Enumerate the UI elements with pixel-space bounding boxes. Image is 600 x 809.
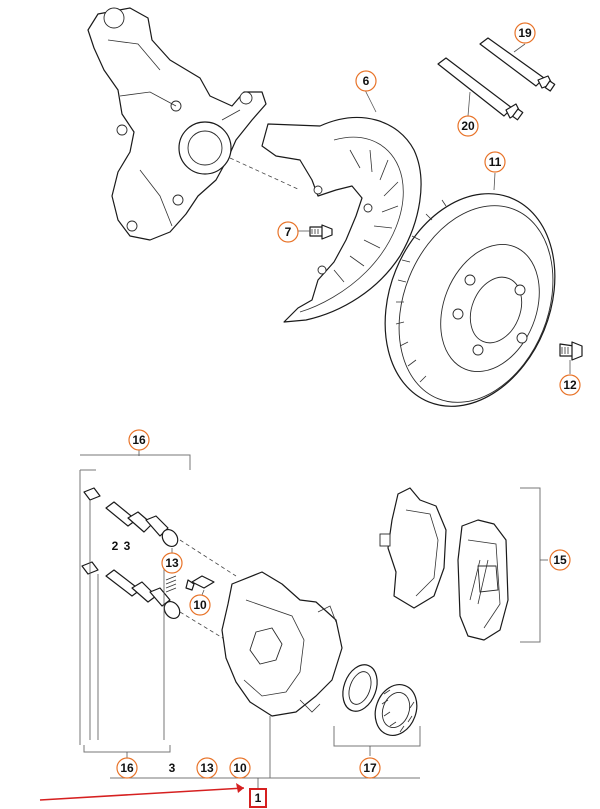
callout-label: 3 — [169, 761, 176, 775]
callout-ring — [116, 757, 138, 779]
callout-7: 7 — [277, 221, 299, 243]
callout-6: 6 — [355, 70, 377, 92]
callout-20: 20 — [457, 115, 479, 137]
piston-seal-boot — [333, 664, 421, 756]
callout-16: 16 — [128, 429, 150, 451]
callout-label: 13 — [200, 761, 214, 775]
callout-ring — [559, 374, 581, 396]
callout-label: 6 — [363, 74, 370, 88]
highlight-box — [249, 788, 267, 808]
callout-label: 12 — [563, 378, 577, 392]
callout-label: 11 — [489, 155, 502, 169]
callout-3: 3 — [124, 539, 131, 553]
callout-1: 1 — [249, 788, 267, 808]
brake-pads — [379, 487, 548, 643]
callout-label: 19 — [518, 26, 532, 40]
callout-11: 11 — [484, 151, 506, 173]
callout-label: 20 — [461, 119, 475, 133]
callout-label: 15 — [553, 553, 567, 567]
steering-knuckle — [87, 7, 301, 241]
callout-3: 3 — [169, 761, 176, 775]
callout-label: 10 — [193, 598, 207, 612]
callout-label: 13 — [165, 556, 179, 570]
callout-ring — [359, 757, 381, 779]
callout-12: 12 — [559, 374, 581, 396]
callout-label: 17 — [363, 761, 377, 775]
callout-ring — [484, 151, 506, 173]
brake-splash-shield — [261, 117, 422, 323]
callout-10: 10 — [189, 594, 211, 616]
callout-ring — [355, 70, 377, 92]
callout-ring — [128, 429, 150, 451]
callout-17: 17 — [359, 757, 381, 779]
callout-label: 2 — [112, 539, 119, 553]
callout-label: 10 — [233, 761, 247, 775]
callout-ring — [189, 594, 211, 616]
callout-ring — [514, 22, 536, 44]
disc-bolt — [559, 341, 583, 361]
callout-ring — [196, 757, 218, 779]
callout-ring — [161, 552, 183, 574]
callout-label: 16 — [132, 433, 146, 447]
callout-label: 16 — [120, 761, 134, 775]
callout-ring — [549, 549, 571, 571]
caliper-guide-pins — [79, 454, 237, 745]
brake-caliper-carrier — [221, 571, 343, 778]
callout-13: 13 — [196, 757, 218, 779]
grease-tube-19 — [479, 37, 556, 92]
callout-15: 15 — [549, 549, 571, 571]
grease-tube-20 — [437, 57, 524, 121]
callout-19: 19 — [514, 22, 536, 44]
callout-13: 13 — [161, 552, 183, 574]
callout-ring — [277, 221, 299, 243]
callout-10: 10 — [229, 757, 251, 779]
callout-label: 7 — [285, 225, 292, 239]
red-arrow-icon — [39, 783, 245, 801]
callout-2: 2 — [112, 539, 119, 553]
callout-ring — [229, 757, 251, 779]
callout-ring — [457, 115, 479, 137]
callout-label: 3 — [124, 539, 131, 553]
callout-16: 16 — [116, 757, 138, 779]
shield-bolt — [309, 224, 333, 240]
callout-label: 1 — [255, 791, 262, 805]
brake-disc — [384, 193, 556, 407]
